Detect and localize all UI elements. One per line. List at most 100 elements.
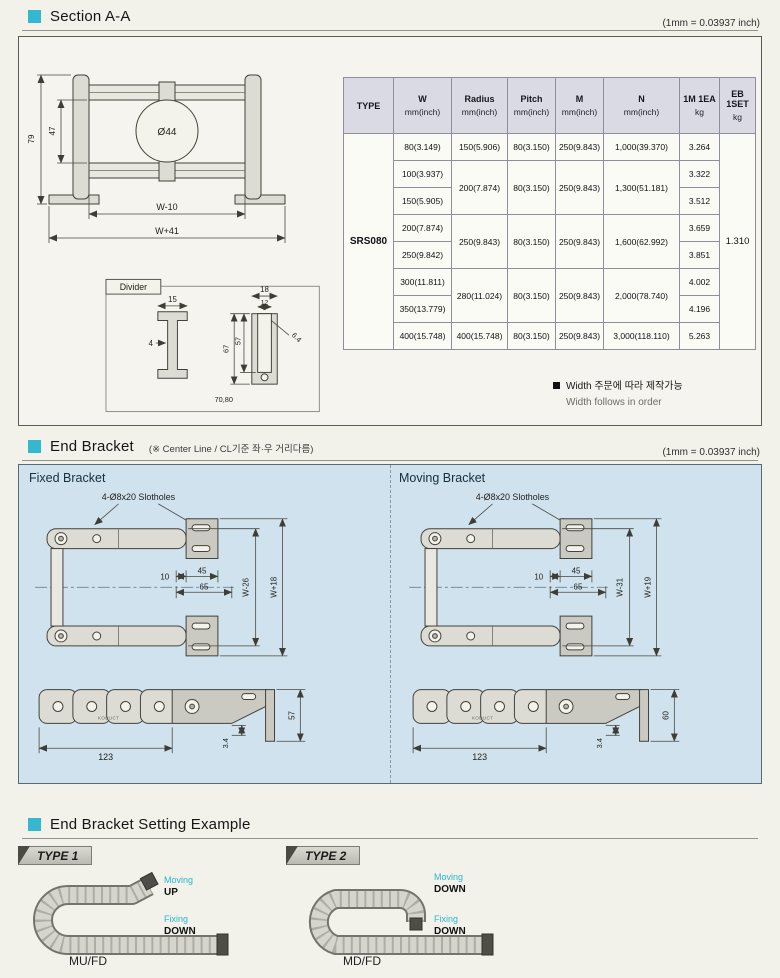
width-order-note-kr: Width 주문에 따라 제작가능: [566, 381, 683, 392]
width-dimensions: W-26 W+18: [188, 518, 288, 657]
side-dimensions: 123 3.4 60: [412, 689, 680, 762]
section-marker-icon: [28, 10, 41, 23]
dim-width-outer: W+19: [644, 576, 653, 598]
cell-eb: 1.310: [719, 133, 756, 350]
cell-pitch: 80(3.150): [507, 133, 556, 161]
mm-conversion-note: (1mm = 0.03937 inch): [662, 447, 760, 458]
fixing-label: Fixing: [434, 914, 458, 924]
table-row: 350(13.779) 4.196: [344, 295, 756, 323]
section-marker-icon: [28, 440, 41, 453]
slotholes-label: 4-Ø8x20 Slotholes: [102, 492, 176, 502]
divider-label-box: [105, 278, 162, 295]
cell-n: 1,600(62.992): [603, 214, 680, 269]
fixing-label: Fixing: [164, 914, 188, 924]
divider-profile-figure: [157, 311, 188, 379]
dim-width-inner: W-10: [156, 202, 177, 212]
width-order-note-en: Width follows in order: [566, 396, 662, 408]
fixing-end-bracket: [216, 933, 229, 956]
type2-code: MD/FD: [343, 954, 381, 968]
cell-radius: 400(15.748): [451, 322, 508, 350]
dim-height: 57: [287, 710, 296, 719]
divider-frame: [105, 285, 320, 413]
cell-w: 300(11.811): [393, 268, 452, 296]
section-aa-panel: Ø44 79 47 W-10 W+41: [18, 36, 762, 426]
end-bracket-rule: [22, 460, 758, 461]
table-row: 400(15.748) 400(15.748) 80(3.150) 250(9.…: [344, 322, 756, 350]
cell-kg: 3.512: [679, 187, 720, 215]
end-bracket-title: End Bracket: [50, 438, 134, 455]
cell-n: 3,000(118.110): [603, 322, 680, 350]
dim-divider-height-outer: 67: [221, 345, 230, 353]
cell-kg: 4.196: [679, 295, 720, 323]
dim-height-outer: 79: [27, 134, 36, 143]
dim-offset1: 10: [160, 572, 169, 581]
type2-tag: TYPE 2: [286, 846, 361, 865]
divider-drawing: Divider 15 4 18 12 67: [105, 278, 320, 413]
dim-offset3: 65: [574, 582, 583, 591]
col-header-type: TYPE: [343, 77, 394, 134]
moving-direction: UP: [164, 887, 178, 898]
cell-n: 1,300(51.181): [603, 160, 680, 215]
bracket-plan-view: [420, 518, 593, 657]
cell-m: 250(9.843): [555, 322, 604, 350]
diameter-label: Ø44: [158, 127, 177, 138]
cell-pitch: 80(3.150): [507, 214, 556, 269]
brand-label: KODUCT: [98, 715, 119, 720]
slotholes-label: 4-Ø8x20 Slotholes: [476, 492, 550, 502]
cell-kg: 3.264: [679, 133, 720, 161]
fixed-bracket-title: Fixed Bracket: [29, 471, 106, 485]
table-row: 100(3.937) 200(7.874) 80(3.150) 250(9.84…: [344, 160, 756, 215]
cell-w: 400(15.748): [393, 322, 452, 350]
dim-width-outer: W+18: [270, 576, 279, 598]
fixed-bracket-drawing: 4-Ø8x20 Slotholes: [35, 492, 306, 762]
dim-offset2: 45: [198, 566, 207, 575]
setting-example-header: End Bracket Setting Example: [28, 816, 251, 833]
moving-end-bracket: [139, 871, 159, 891]
moving-direction: DOWN: [434, 884, 466, 895]
table-row: 200(7.874) 250(9.843) 80(3.150) 250(9.84…: [344, 214, 756, 269]
cell-w: 100(3.937): [393, 160, 452, 188]
note-bullet-icon: [553, 382, 560, 389]
dim-offset1: 10: [534, 572, 543, 581]
cell-kg: 3.851: [679, 241, 720, 269]
offset-dimensions: 10 45 65: [534, 566, 607, 599]
divider-label: Divider: [120, 282, 147, 292]
slotholes-leader: [468, 503, 569, 526]
fixing-end-bracket: [481, 933, 494, 956]
cell-w: 150(5.905): [393, 187, 452, 215]
cell-kg: 3.322: [679, 160, 720, 188]
section-aa-header: Section A-A: [28, 8, 131, 25]
cell-radius: 200(7.874): [451, 160, 508, 215]
bracket-side-view: KODUCT: [38, 689, 276, 742]
cell-w: 200(7.874): [393, 214, 452, 242]
moving-end-bracket: [409, 917, 423, 931]
direction-labels: Moving UP Fixing DOWN: [164, 875, 196, 937]
width-order-note: Width 주문에 따라 제작가능 Width follows in order: [553, 379, 755, 410]
end-bracket-subtitle: (※ Center Line / CL기준 좌·우 거리다름): [148, 444, 314, 455]
dim-offset3: 65: [200, 582, 209, 591]
dim-divider-inner-top: 12: [261, 299, 269, 306]
dim-gap: 3.4: [221, 738, 230, 748]
cell-pitch: 80(3.150): [507, 322, 556, 350]
type1-code: MU/FD: [69, 954, 107, 968]
moving-label: Moving: [164, 875, 193, 885]
slotholes-leader: [94, 503, 195, 526]
dim-length: 123: [98, 752, 113, 762]
cell-kg: 4.002: [679, 268, 720, 296]
fixing-direction: DOWN: [434, 926, 466, 937]
cell-m: 250(9.843): [555, 268, 604, 323]
brand-label: KODUCT: [472, 715, 493, 720]
dim-height-inner: 47: [48, 126, 57, 135]
section-aa-rule: [22, 30, 758, 31]
cell-type: SRS080: [343, 133, 394, 350]
bracket-side-view: KODUCT: [412, 689, 650, 742]
direction-labels: Moving DOWN Fixing DOWN: [434, 872, 466, 937]
